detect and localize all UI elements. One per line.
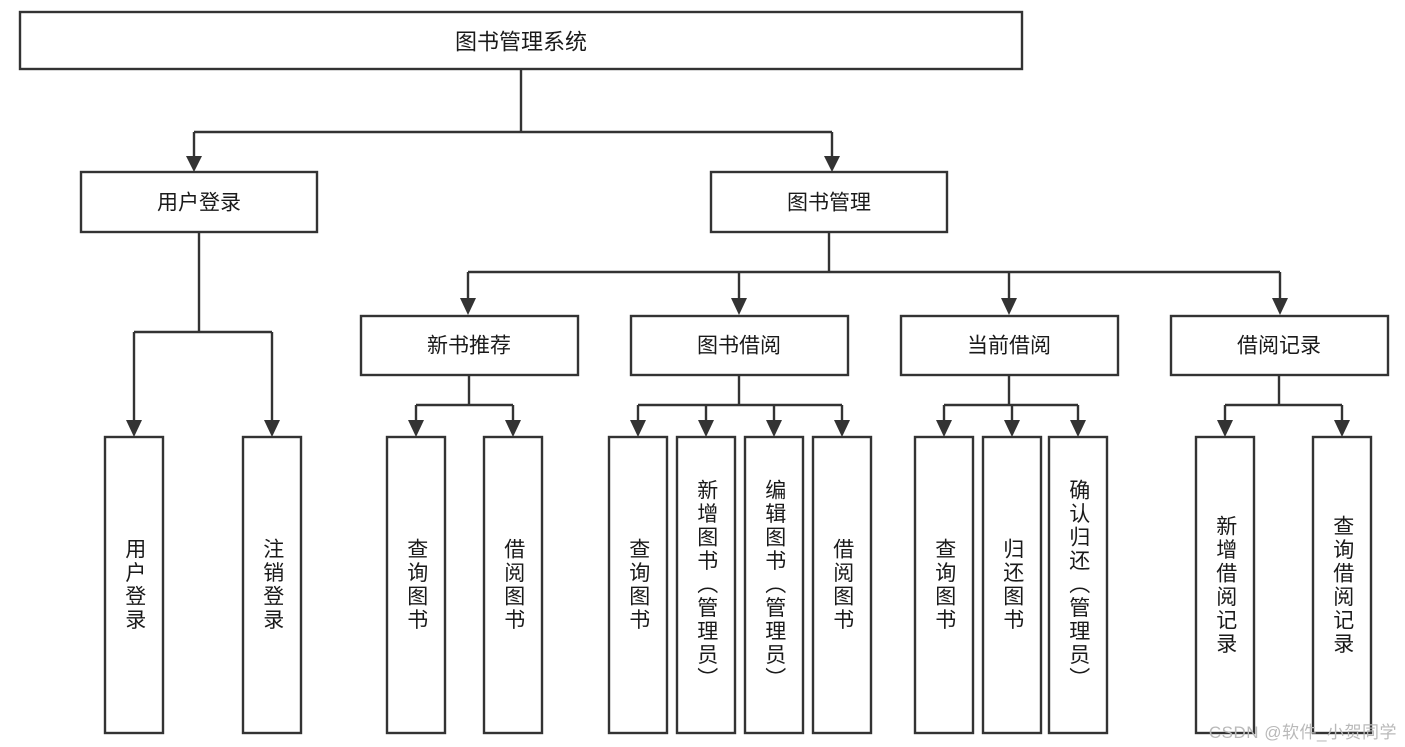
arrowhead-new-book xyxy=(460,298,476,315)
arrowhead-bb-leaf-1 xyxy=(630,420,646,437)
connector-new-book-to-leaves xyxy=(408,375,521,437)
leaf-box-nb-borrow-book[interactable] xyxy=(482,435,544,735)
connector-book-management-to-level3 xyxy=(460,232,1288,315)
leaf-box-bb-add-book[interactable] xyxy=(675,435,737,735)
leaf-box-cb-confirm-return[interactable] xyxy=(1047,435,1109,735)
arrowhead-borrow-record xyxy=(1272,298,1288,315)
node-user-login-label: 用户登录 xyxy=(157,192,241,215)
node-book-management-label: 图书管理 xyxy=(787,192,871,215)
node-new-book-recommend[interactable]: 新书推荐 xyxy=(359,314,580,377)
node-book-borrow-box xyxy=(629,314,850,377)
arrowhead-leaf-logout xyxy=(264,420,280,437)
arrowhead-br-leaf-1 xyxy=(1217,420,1233,437)
leaf-box-logout[interactable] xyxy=(241,435,303,735)
node-borrow-record-label: 借阅记录 xyxy=(1237,335,1321,358)
node-root[interactable]: 图书管理系统 xyxy=(18,10,1024,71)
node-book-borrow-label: 图书借阅 xyxy=(697,335,781,358)
arrowhead-bb-leaf-4 xyxy=(834,420,850,437)
node-book-management[interactable]: 图书管理 xyxy=(709,170,949,234)
leaf-box-br-add-record[interactable] xyxy=(1194,435,1256,735)
leaf-box-cb-query-book[interactable] xyxy=(913,435,975,735)
arrowhead-bb-leaf-2 xyxy=(698,420,714,437)
connector-root-to-level2 xyxy=(186,69,840,172)
node-current-borrow[interactable]: 当前借阅 xyxy=(899,314,1120,377)
arrowhead-nb-leaf-2 xyxy=(505,420,521,437)
leaf-box-bb-borrow-book[interactable] xyxy=(811,435,873,735)
arrowhead-cb-leaf-3 xyxy=(1070,420,1086,437)
arrowhead-leaf-user-login xyxy=(126,420,142,437)
leaf-box-bb-edit-book[interactable] xyxy=(743,435,805,735)
connector-user-login-to-leaves xyxy=(126,232,280,437)
connector-current-borrow-to-leaves xyxy=(936,375,1086,437)
node-new-book-recommend-label: 新书推荐 xyxy=(427,335,511,358)
arrowhead-current-borrow xyxy=(1001,298,1017,315)
connector-book-borrow-to-leaves xyxy=(630,375,850,437)
node-root-label: 图书管理系统 xyxy=(455,30,587,55)
leaf-box-cb-return-book[interactable] xyxy=(981,435,1043,735)
node-book-management-box xyxy=(709,170,949,234)
arrowhead-book-mgmt xyxy=(824,156,840,172)
leaf-box-br-query-record[interactable] xyxy=(1311,435,1373,735)
arrowhead-br-leaf-2 xyxy=(1334,420,1350,437)
csdn-watermark: CSDN @软件_小贺同学 xyxy=(1208,723,1397,742)
arrowhead-cb-leaf-2 xyxy=(1004,420,1020,437)
leaf-box-user-login[interactable] xyxy=(103,435,165,735)
node-current-borrow-box xyxy=(899,314,1120,377)
node-borrow-record[interactable]: 借阅记录 xyxy=(1169,314,1390,377)
arrowhead-cb-leaf-1 xyxy=(936,420,952,437)
node-book-borrow[interactable]: 图书借阅 xyxy=(629,314,850,377)
arrowhead-nb-leaf-1 xyxy=(408,420,424,437)
arrowhead-user-login xyxy=(186,156,202,172)
arrowhead-bb-leaf-3 xyxy=(766,420,782,437)
node-borrow-record-box xyxy=(1169,314,1390,377)
arrowhead-book-borrow xyxy=(731,298,747,315)
connector-borrow-record-to-leaves xyxy=(1217,375,1350,437)
leaf-box-nb-query-book[interactable] xyxy=(385,435,447,735)
node-current-borrow-label: 当前借阅 xyxy=(967,335,1051,358)
leaf-box-bb-query-book[interactable] xyxy=(607,435,669,735)
node-root-box xyxy=(18,10,1024,71)
node-new-book-recommend-box xyxy=(359,314,580,377)
node-user-login[interactable]: 用户登录 xyxy=(79,170,319,234)
